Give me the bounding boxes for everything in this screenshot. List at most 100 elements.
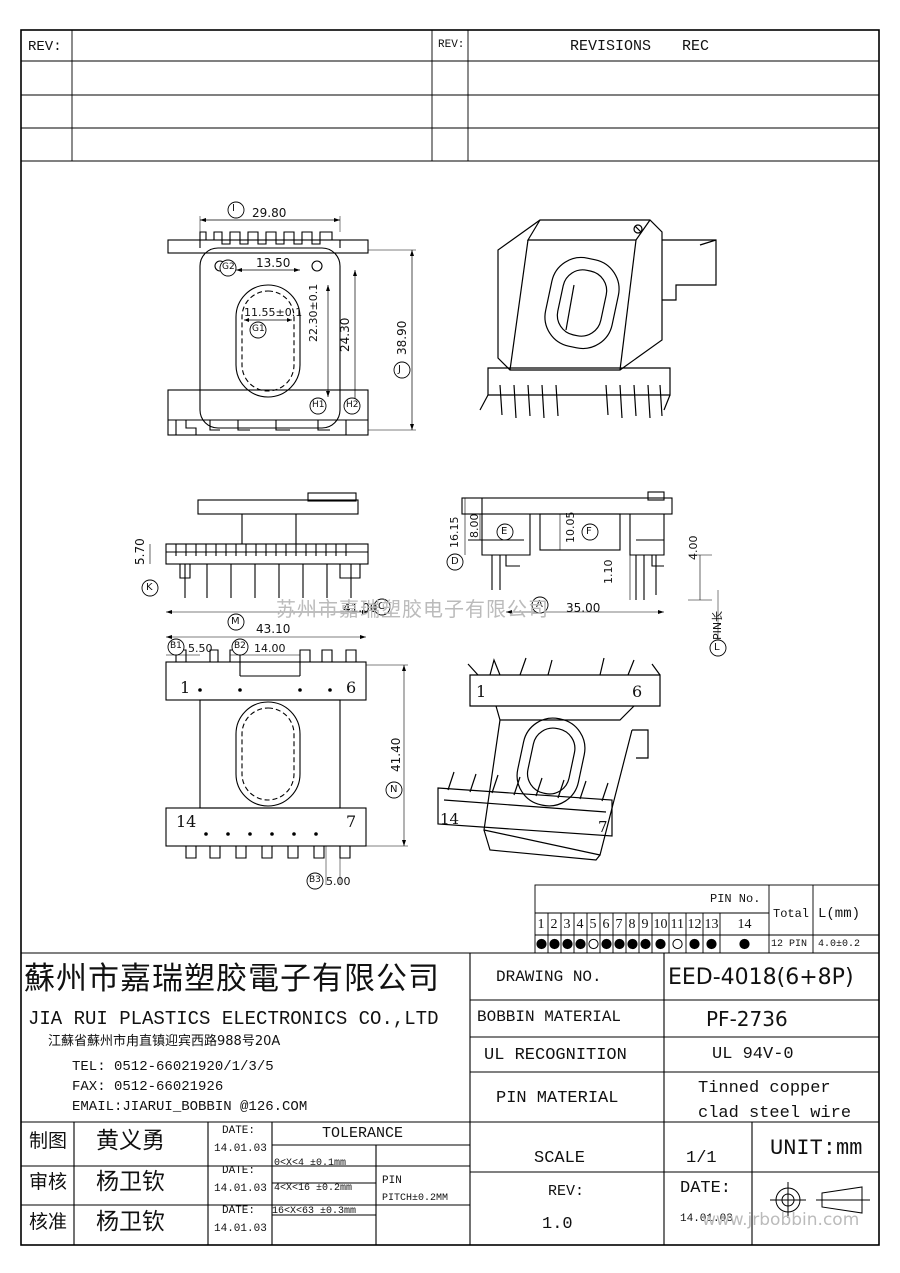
pin-header-13: 13 bbox=[704, 917, 719, 932]
callout-F: F bbox=[586, 526, 592, 537]
drawing-no: EED-4018(6+8P) bbox=[668, 965, 854, 990]
iso-pin-number-1: 1 bbox=[476, 682, 487, 701]
callout-B1: B1 bbox=[170, 641, 182, 651]
pin-number-1: 1 bbox=[180, 678, 191, 697]
signoff-datelabel-drafter: DATE: bbox=[222, 1125, 256, 1137]
side-view bbox=[149, 492, 369, 614]
dim-1-10: 1.10 bbox=[602, 559, 615, 585]
pin-status-dot-10 bbox=[655, 938, 666, 950]
pin-number-6: 6 bbox=[346, 678, 357, 697]
pin-status-dot-1 bbox=[536, 938, 547, 950]
dim-I: 29.80 bbox=[252, 206, 287, 220]
pin-length-label: PIN长 bbox=[711, 610, 724, 640]
unit-label: UNIT:mm bbox=[770, 1136, 863, 1161]
pin-status-dot-7 bbox=[614, 938, 625, 950]
callout-N: N bbox=[390, 784, 398, 795]
pin-header-14: 14 bbox=[737, 917, 752, 932]
callout-D: D bbox=[451, 556, 459, 567]
revision-block bbox=[21, 30, 879, 162]
callout-G1: G1 bbox=[252, 324, 265, 334]
rev-label: REV: bbox=[548, 1183, 585, 1200]
callout-C: C bbox=[378, 601, 385, 612]
pin-table-grid bbox=[534, 884, 880, 954]
pin-status-dot-3 bbox=[562, 938, 573, 950]
dim-M: 43.10 bbox=[256, 622, 291, 636]
revisions-heading: REVISIONS bbox=[570, 38, 652, 55]
title-block-grid bbox=[21, 952, 879, 1245]
dim-4-00: 4.00 bbox=[687, 535, 700, 561]
signoff-role-checker: 审核 bbox=[29, 1171, 68, 1193]
projection-symbol bbox=[770, 1182, 870, 1218]
company-name-en: JIA RUI PLASTICS ELECTRONICS CO.,LTD bbox=[28, 1008, 439, 1030]
pin-header-5: 5 bbox=[589, 917, 597, 932]
iso-pin-number-14: 14 bbox=[440, 810, 460, 828]
signoff-datelabel-approver: DATE: bbox=[222, 1205, 256, 1217]
tolerance-pin-label: PIN bbox=[382, 1175, 402, 1187]
rev-label-mid: REV: bbox=[438, 39, 465, 51]
callouts bbox=[141, 201, 727, 890]
callout-L: L bbox=[714, 642, 720, 653]
pin-status-dot-11 bbox=[672, 938, 683, 950]
rev-value: 1.0 bbox=[542, 1215, 573, 1234]
sheet-border bbox=[20, 29, 880, 1246]
top-view bbox=[167, 216, 416, 436]
callout-B2: B2 bbox=[234, 641, 246, 651]
callout-J: J bbox=[398, 364, 401, 375]
callout-H1: H1 bbox=[312, 400, 325, 410]
pin-status-dot-14 bbox=[739, 938, 750, 950]
tolerance-row-1: 0<X<4 ±0.1mm bbox=[274, 1158, 347, 1169]
pin-table-length-label: L(mm) bbox=[818, 906, 861, 922]
pin-status-dots bbox=[536, 938, 750, 950]
signoff-name-drafter: 黄义勇 bbox=[96, 1128, 165, 1154]
isometric-view-top bbox=[479, 219, 717, 419]
callout-I: I bbox=[232, 203, 235, 214]
dim-C: 41.00 bbox=[343, 601, 378, 615]
tolerance-title: TOLERANCE bbox=[322, 1125, 404, 1142]
pin-status-dot-12 bbox=[689, 938, 700, 950]
company-fax: FAX: 0512-66021926 bbox=[72, 1079, 224, 1095]
material-label: BOBBIN MATERIAL bbox=[477, 1008, 622, 1026]
signoff-date-checker: 14.01.03 bbox=[214, 1183, 267, 1195]
signoff-datelabel-checker: DATE: bbox=[222, 1165, 256, 1177]
dim-22-30: 22.30±0.1 bbox=[307, 283, 320, 342]
pin-header-3: 3 bbox=[563, 917, 571, 932]
signoff-date-approver: 14.01.03 bbox=[214, 1223, 267, 1235]
dim-J: 38.90 bbox=[395, 320, 409, 355]
dim-D: 16.15 bbox=[448, 516, 461, 549]
bottom-view bbox=[165, 635, 408, 885]
tolerance-row-3: 16<X<63 ±0.3mm bbox=[272, 1206, 357, 1217]
signoff-name-approver: 杨卫钦 bbox=[96, 1209, 165, 1235]
callout-H2: H2 bbox=[346, 400, 359, 410]
end-view bbox=[461, 491, 719, 640]
scale-value: 1/1 bbox=[686, 1149, 717, 1168]
scale-label: SCALE bbox=[534, 1149, 586, 1168]
iso-pin-number-6: 6 bbox=[632, 682, 643, 701]
date-value: 14.01.03 bbox=[680, 1213, 733, 1225]
tolerance-row-2: 4<X<16 ±0.2mm bbox=[274, 1183, 353, 1194]
pin-status-dot-13 bbox=[706, 938, 717, 950]
pin-header-11: 11 bbox=[670, 917, 684, 932]
tolerance-pin-pitch: PITCH±0.2MM bbox=[382, 1193, 449, 1204]
pin-header-10: 10 bbox=[653, 917, 668, 932]
dim-G2: 13.50 bbox=[256, 256, 291, 270]
callout-K: K bbox=[146, 582, 153, 593]
callout-E: E bbox=[501, 526, 508, 537]
pin-header-12: 12 bbox=[687, 917, 702, 932]
callout-A: A bbox=[536, 599, 543, 610]
drawing-no-label: DRAWING NO. bbox=[496, 968, 602, 986]
dim-N: 41.40 bbox=[389, 737, 403, 772]
signoff-date-drafter: 14.01.03 bbox=[214, 1143, 267, 1155]
dim-F: 10.05 bbox=[564, 511, 577, 544]
pin-status-dot-9 bbox=[640, 938, 651, 950]
company-email: EMAIL:JIARUI_BOBBIN @126.COM bbox=[72, 1099, 308, 1115]
material: PF-2736 bbox=[706, 1007, 788, 1031]
site-watermark: www.jrbobbin.com bbox=[702, 1210, 860, 1230]
rec-heading: REC bbox=[682, 38, 710, 55]
dim-B2: 14.00 bbox=[254, 642, 286, 655]
signoff-name-checker: 杨卫钦 bbox=[96, 1169, 165, 1195]
pin-header-1: 1 bbox=[537, 917, 545, 932]
dim-B1: 5.50 bbox=[188, 642, 213, 655]
dim-K: 5.70 bbox=[133, 538, 147, 565]
pin-status-dot-4 bbox=[575, 938, 586, 950]
